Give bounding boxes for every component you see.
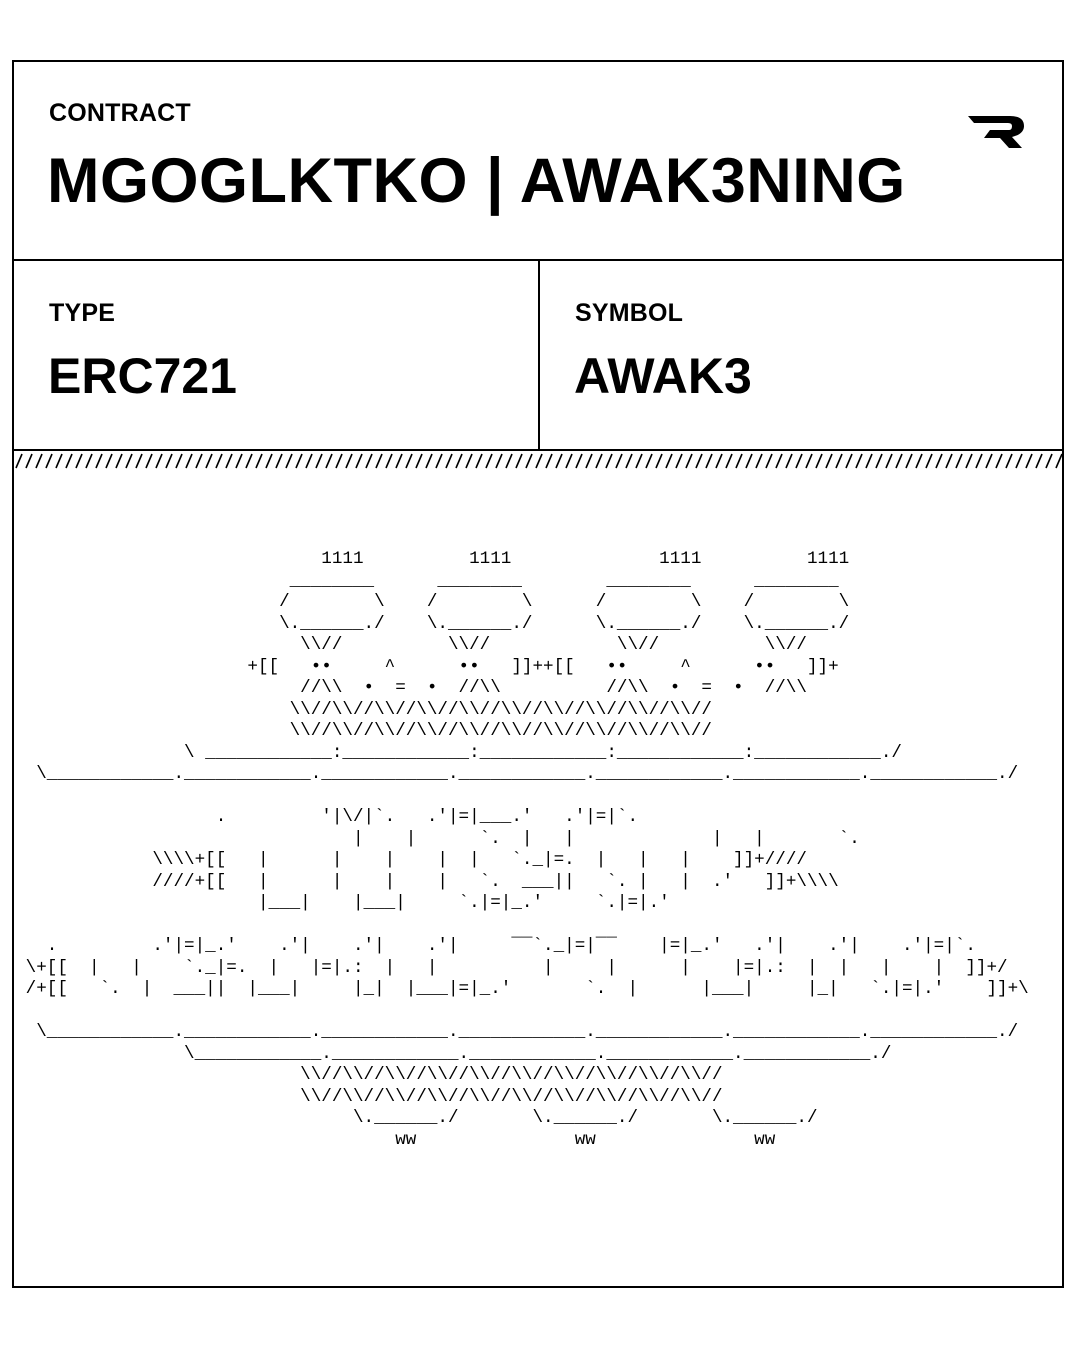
- brand-logo-icon: [968, 116, 1024, 148]
- hatch-pattern-icon: [14, 451, 1062, 469]
- ascii-art: 1111 1111 1111 1111 ________ ________ __…: [25, 549, 1029, 1150]
- contract-label: CONTRACT: [49, 99, 191, 127]
- contract-card: CONTRACT MGOGLKTKO | AWAK3NING TYPE ERC7…: [12, 60, 1064, 1288]
- contract-section: CONTRACT MGOGLKTKO | AWAK3NING: [14, 62, 1062, 261]
- type-cell: TYPE ERC721: [14, 261, 540, 449]
- symbol-label: SYMBOL: [575, 299, 684, 327]
- ascii-art-area: 1111 1111 1111 1111 ________ ________ __…: [14, 469, 1062, 1288]
- type-label: TYPE: [49, 299, 116, 327]
- type-value: ERC721: [48, 348, 237, 404]
- hatch-divider: [14, 451, 1062, 469]
- contract-name: MGOGLKTKO | AWAK3NING: [47, 146, 906, 216]
- symbol-cell: SYMBOL AWAK3: [540, 261, 1064, 449]
- meta-row: TYPE ERC721 SYMBOL AWAK3: [14, 261, 1062, 451]
- symbol-value: AWAK3: [574, 348, 752, 404]
